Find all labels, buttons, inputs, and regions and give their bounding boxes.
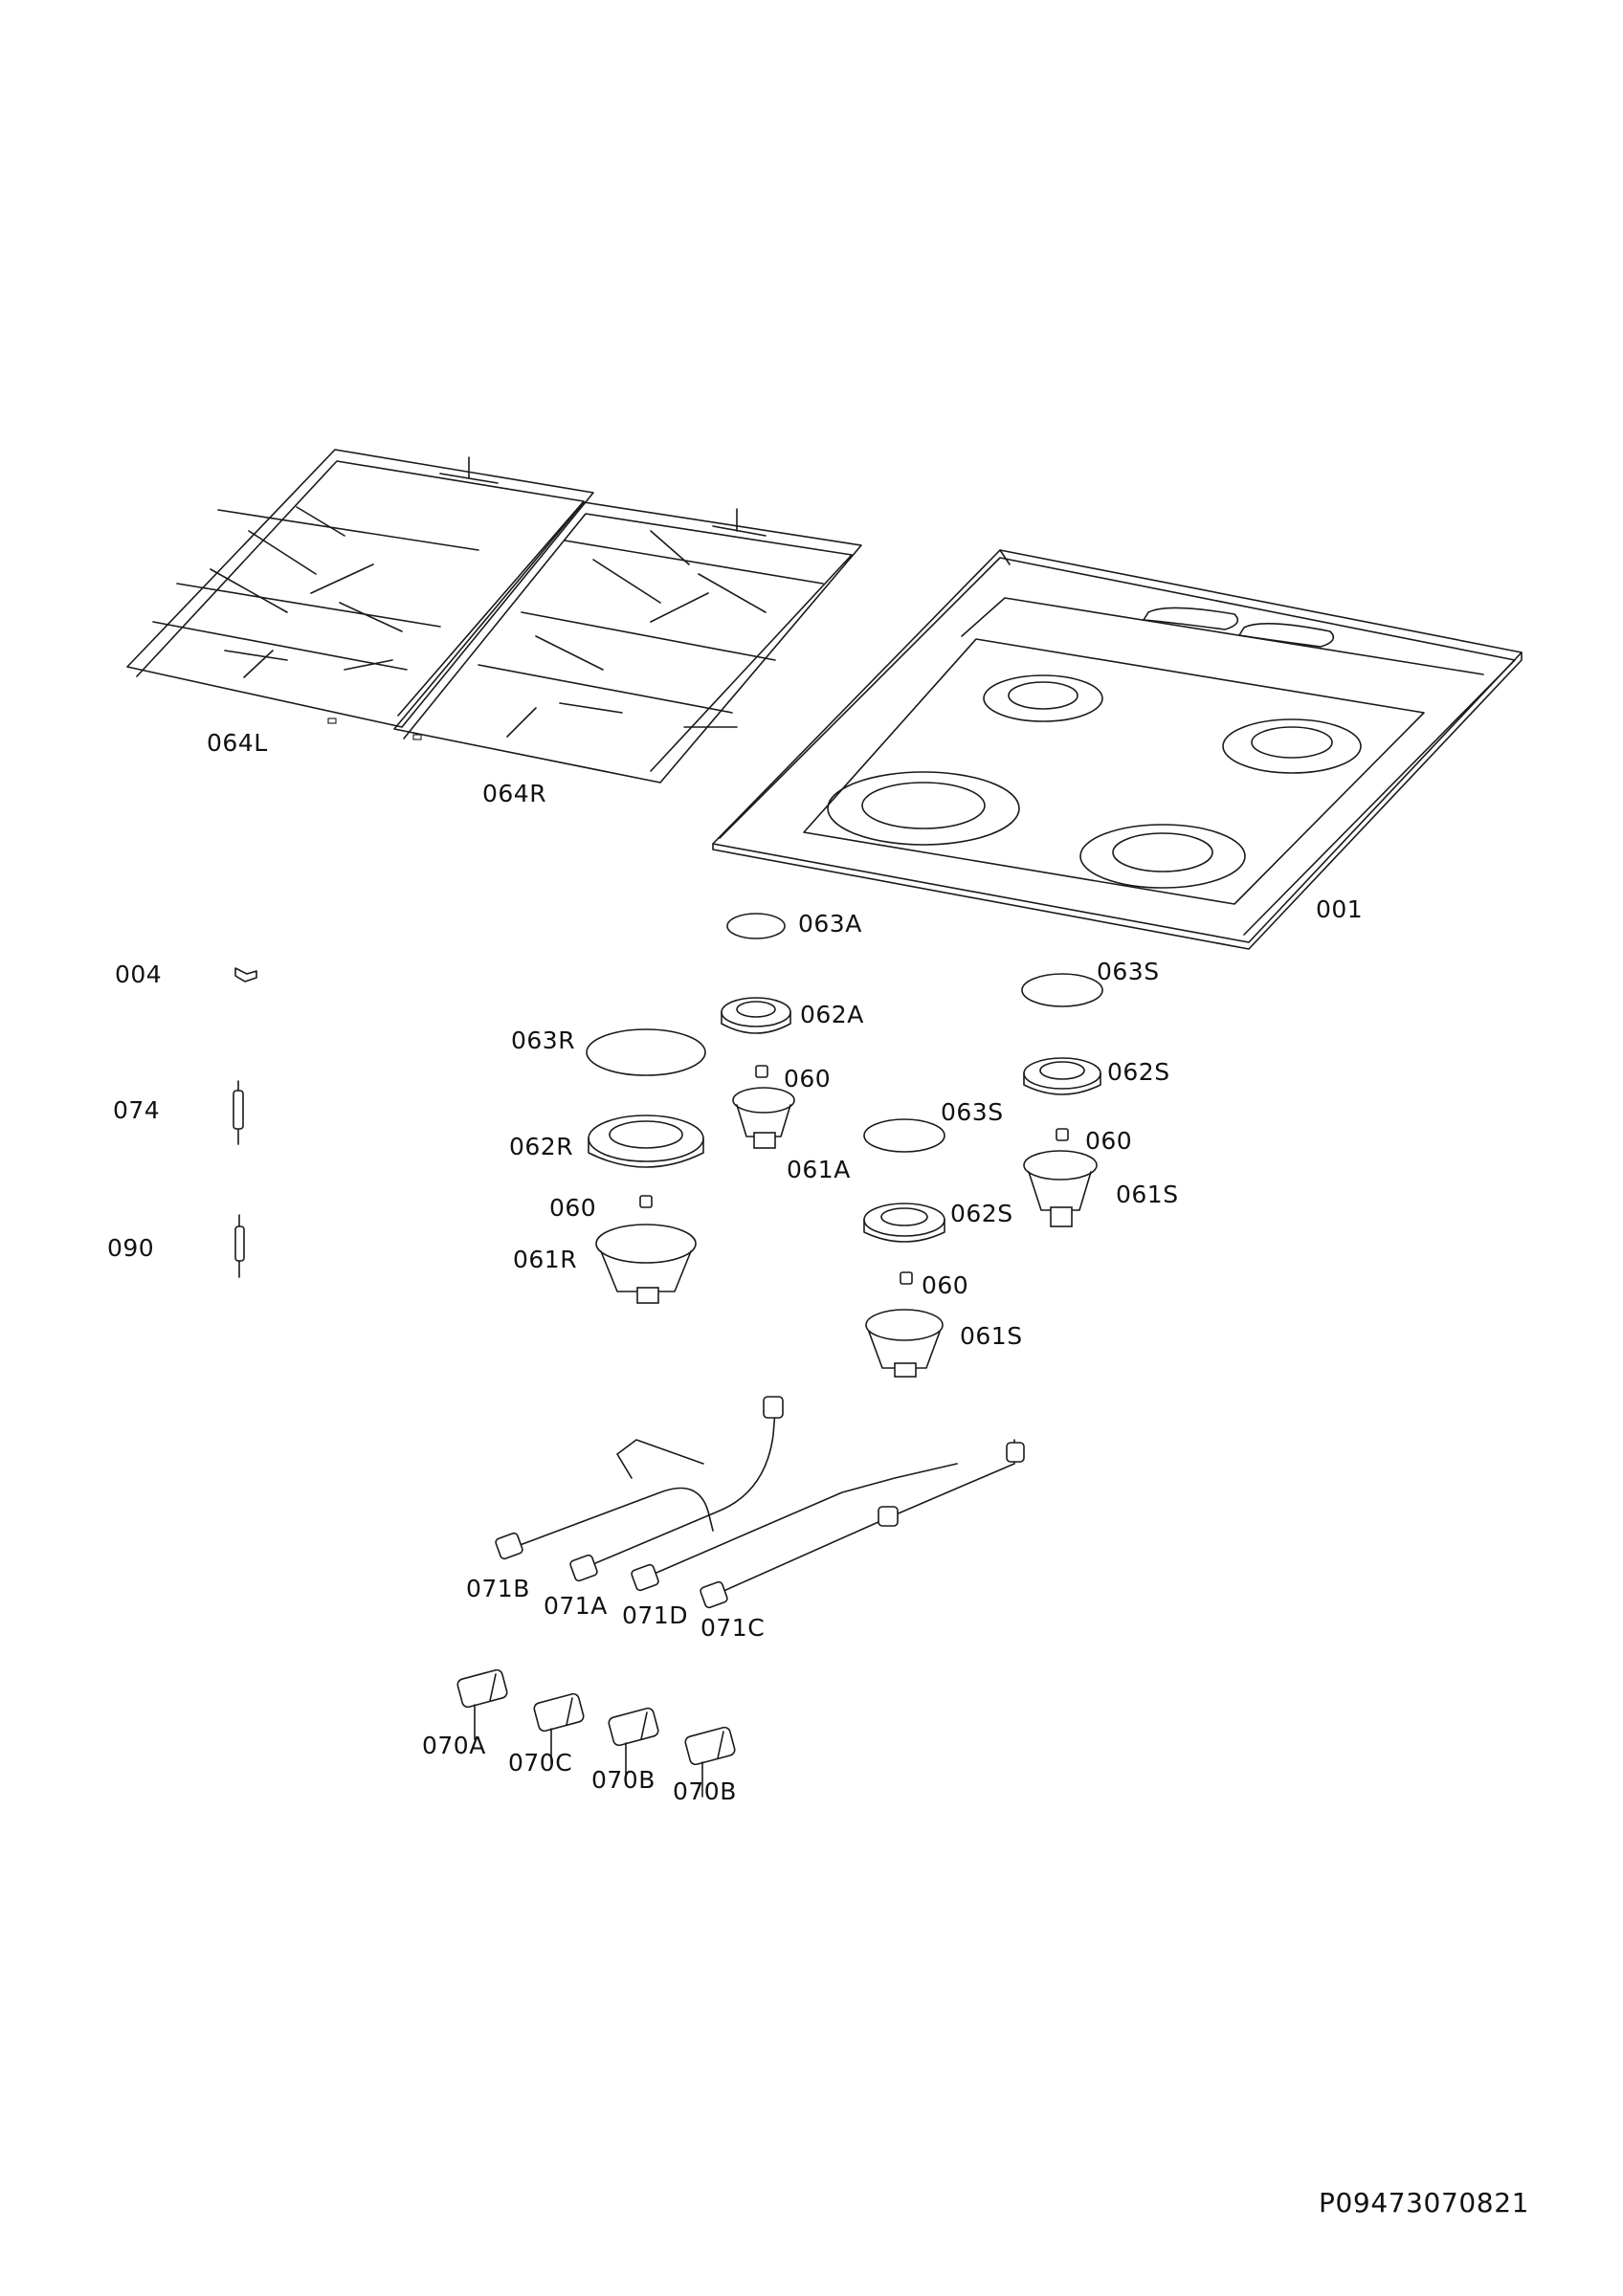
part-label-001: 001 xyxy=(1316,895,1364,923)
gas-pipe-071A xyxy=(569,1396,784,1582)
burner-body-061R xyxy=(595,1224,697,1304)
part-label-061S-mid: 061S xyxy=(960,1322,1023,1350)
injector-060-s-mid xyxy=(900,1271,913,1285)
part-label-071B: 071B xyxy=(466,1575,530,1602)
gas-tap-070B-1 xyxy=(608,1707,659,1778)
part-label-061S-top: 061S xyxy=(1116,1181,1179,1208)
burner-cap-063R xyxy=(586,1028,706,1076)
gas-tap-070A xyxy=(456,1668,508,1740)
burner-cap-063A xyxy=(726,913,786,939)
part-label-090: 090 xyxy=(107,1234,155,1262)
part-label-070B-2: 070B xyxy=(673,1777,737,1805)
gas-pipe-071D xyxy=(631,1463,958,1592)
part-label-063S-top: 063S xyxy=(1097,958,1160,985)
burner-body-061A xyxy=(732,1087,795,1149)
part-label-062R: 062R xyxy=(509,1133,574,1160)
part-label-061R: 061R xyxy=(513,1246,578,1273)
part-label-062S-top: 062S xyxy=(1107,1058,1170,1086)
burner-body-061S-top xyxy=(1023,1150,1098,1227)
injector-060-r xyxy=(639,1195,653,1208)
burner-crown-062R xyxy=(588,1115,704,1168)
part-label-070C: 070C xyxy=(508,1749,573,1777)
part-label-063S-mid: 063S xyxy=(941,1098,1004,1126)
part-label-060-r: 060 xyxy=(549,1194,597,1222)
part-label-004: 004 xyxy=(115,960,163,988)
part-label-063R: 063R xyxy=(511,1027,576,1054)
part-label-064L: 064L xyxy=(207,729,268,757)
part-label-070B-1: 070B xyxy=(591,1766,656,1794)
burner-crown-062S-top xyxy=(1023,1057,1101,1095)
burner-crown-062A xyxy=(721,997,791,1034)
burner-cap-063S-mid xyxy=(863,1118,945,1153)
pan-support-left xyxy=(126,449,594,728)
part-label-060-s-top: 060 xyxy=(1085,1127,1133,1155)
injector-060-s-top xyxy=(1056,1128,1069,1141)
injector-060-a xyxy=(755,1065,768,1078)
gas-pipe-071B xyxy=(495,1405,767,1560)
part-label-070A: 070A xyxy=(422,1732,486,1759)
gas-tap-070B-2 xyxy=(684,1726,736,1798)
part-label-071A: 071A xyxy=(544,1592,608,1620)
burner-crown-062S-mid xyxy=(863,1203,945,1243)
bracket-part-004 xyxy=(234,967,257,982)
part-label-061A: 061A xyxy=(787,1156,851,1183)
burner-body-061S-mid xyxy=(865,1309,944,1378)
part-label-060-s-mid: 060 xyxy=(922,1271,969,1299)
spark-plug-part-090 xyxy=(234,1214,245,1278)
pan-support-right xyxy=(393,501,862,784)
part-label-060-a: 060 xyxy=(784,1065,832,1093)
burner-cap-063S-top xyxy=(1021,973,1103,1007)
part-label-062S-mid: 062S xyxy=(950,1200,1013,1227)
thermocouple-part-074 xyxy=(233,1080,244,1145)
part-label-074: 074 xyxy=(113,1096,161,1124)
part-label-064R: 064R xyxy=(482,780,547,807)
part-label-062A: 062A xyxy=(800,1001,864,1028)
part-label-063A: 063A xyxy=(798,910,862,938)
document-number: P09473070821 xyxy=(1319,2187,1530,2219)
gas-tap-070C xyxy=(533,1692,585,1764)
gas-pipe-071C xyxy=(700,1439,1025,1609)
hob-top-plate xyxy=(712,549,1523,950)
part-label-071D: 071D xyxy=(622,1601,688,1629)
part-label-071C: 071C xyxy=(700,1614,766,1642)
